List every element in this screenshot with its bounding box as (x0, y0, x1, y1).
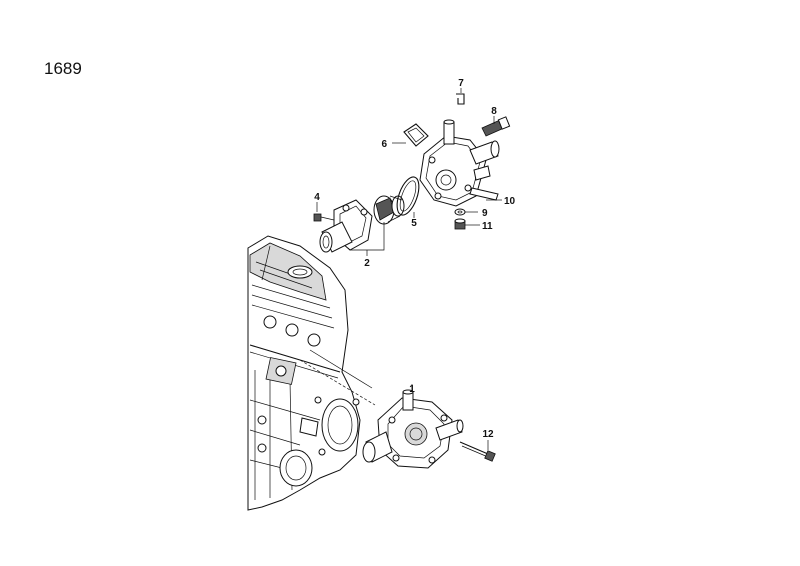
outlet-housing-2 (319, 199, 373, 253)
temperature-sensor-8 (481, 116, 511, 137)
callout-7: 7 (458, 78, 464, 89)
callout-6: 6 (381, 139, 387, 150)
bolt-12 (459, 441, 496, 462)
callout-8: 8 (491, 106, 497, 117)
engine-block (247, 235, 361, 511)
plug-11 (454, 218, 466, 230)
leader-lines (316, 88, 502, 450)
washer-9 (454, 208, 466, 216)
callout-5: 5 (411, 218, 417, 229)
clip-7 (456, 93, 465, 105)
bracket-10 (469, 187, 499, 201)
callout-12: 12 (482, 429, 494, 440)
seal-ring-5 (396, 176, 420, 216)
callout-2: 2 (364, 258, 370, 269)
thermostat-housing-assembly (362, 389, 464, 469)
bolt-4 (313, 213, 335, 222)
callout-10: 10 (504, 196, 516, 207)
gasket-6 (403, 123, 429, 147)
page-number: 1689 (44, 59, 82, 78)
callout-11: 11 (482, 221, 493, 232)
callout-4: 4 (314, 192, 320, 203)
thermostat-element (373, 195, 405, 225)
callout-9: 9 (482, 208, 488, 219)
callout-1: 1 (409, 384, 415, 395)
assembly-leader-line (309, 349, 373, 389)
